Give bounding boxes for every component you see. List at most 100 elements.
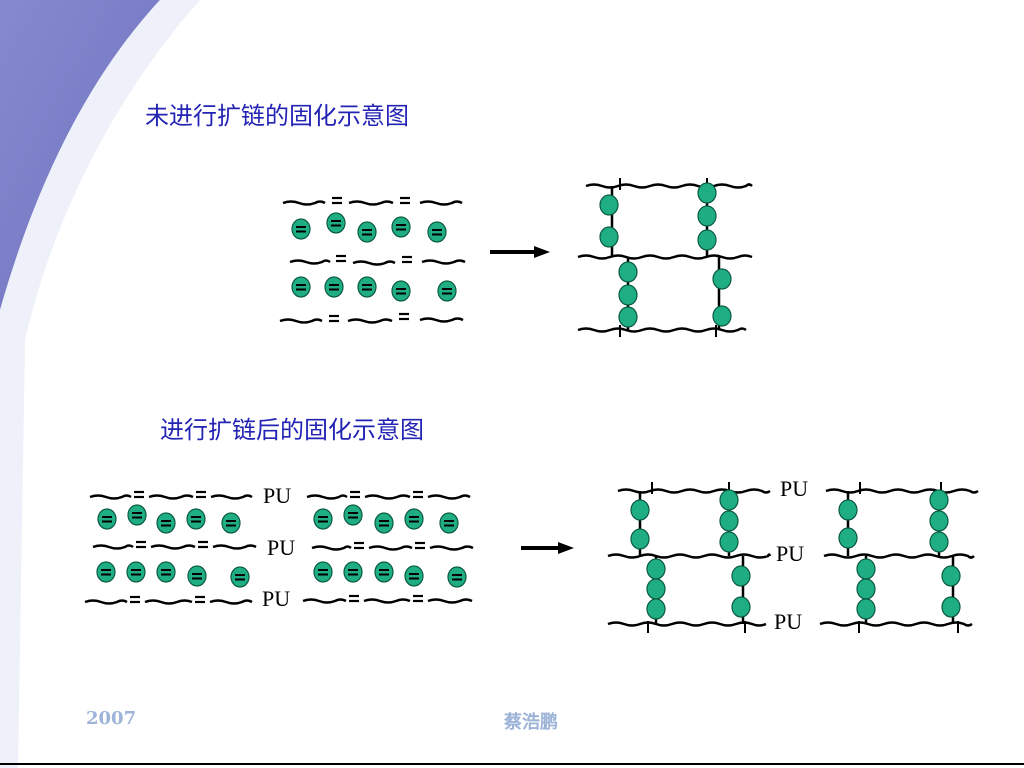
monomer-bead	[929, 531, 949, 553]
monomer-bead	[856, 558, 876, 580]
arrow-head	[558, 542, 574, 554]
monomer-bead	[404, 565, 424, 587]
monomer-bead	[404, 508, 424, 530]
polymer-chain	[92, 544, 134, 550]
monomer-bead	[697, 205, 717, 227]
polymer-chain	[302, 598, 347, 604]
monomer-bead	[391, 280, 411, 302]
polymer-chain	[577, 327, 747, 333]
monomer-bead	[447, 566, 467, 588]
monomer-bead	[357, 221, 377, 243]
monomer-bead	[437, 280, 457, 302]
monomer-bead	[618, 284, 638, 306]
monomer-bead	[630, 499, 650, 521]
pu-label: PU	[263, 483, 291, 508]
pu-label: PU	[776, 541, 804, 566]
polymer-chain	[210, 494, 253, 500]
pu-label: PU	[262, 586, 290, 611]
polymer-chain	[150, 544, 196, 550]
monomer-bead	[646, 598, 666, 620]
monomer-bead	[186, 508, 206, 530]
polymer-chain	[84, 599, 128, 605]
monomer-bead	[646, 578, 666, 600]
sidebar-fade-shape	[0, 0, 200, 768]
polymer-chain	[427, 598, 473, 604]
polymer-chain	[419, 200, 463, 206]
monomer-bead	[324, 276, 344, 298]
monomer-bead	[838, 527, 858, 549]
monomer-bead	[618, 306, 638, 328]
monomer-bead	[291, 218, 311, 240]
polymer-chain	[352, 260, 396, 266]
monomer-bead	[96, 561, 116, 583]
polymer-chain	[348, 200, 394, 206]
polymer-chain	[419, 317, 464, 323]
pu-label: PU	[267, 535, 295, 560]
polymer-chain	[577, 254, 753, 260]
polymer-chain	[311, 545, 352, 551]
monomer-bead	[313, 508, 333, 530]
polymer-chain	[364, 494, 411, 500]
monomer-bead	[697, 229, 717, 251]
footer-author: 蔡浩鹏	[504, 712, 558, 733]
title-before-chain-extension: 未进行扩链的固化示意图	[145, 102, 409, 130]
polymer-chain	[306, 494, 348, 500]
monomer-bead	[343, 561, 363, 583]
monomer-bead	[427, 221, 447, 243]
monomer-bead	[719, 531, 739, 553]
monomer-bead	[731, 565, 751, 587]
monomer-bead	[646, 558, 666, 580]
monomer-bead	[127, 504, 147, 526]
polymer-chain	[607, 553, 772, 559]
monomer-bead	[326, 212, 346, 234]
monomer-bead	[156, 561, 176, 583]
monomer-bead	[731, 596, 751, 618]
monomer-bead	[291, 276, 311, 298]
title-after-chain-extension: 进行扩链后的固化示意图	[160, 416, 424, 444]
polymer-chain	[825, 488, 979, 494]
polymer-chain	[148, 494, 194, 500]
polymer-chain	[347, 318, 393, 324]
polymer-chain	[823, 553, 975, 559]
monomer-bead	[221, 512, 241, 534]
monomer-bead	[439, 512, 459, 534]
polymer-chain	[421, 259, 466, 265]
monomer-bead	[941, 565, 961, 587]
monomer-bead	[313, 561, 333, 583]
monomer-bead	[618, 261, 638, 283]
monomer-bead	[187, 565, 207, 587]
monomer-bead	[712, 305, 732, 327]
polymer-chain	[212, 544, 257, 550]
monomer-bead	[697, 182, 717, 204]
polymer-chain	[617, 488, 771, 494]
polymer-chain	[585, 183, 753, 189]
pu-label: PU	[774, 609, 802, 634]
polymer-chain	[279, 318, 323, 324]
monomer-bead	[230, 566, 250, 588]
monomer-bead	[929, 510, 949, 532]
polymer-chain	[282, 200, 326, 206]
monomer-bead	[838, 499, 858, 521]
monomer-bead	[374, 561, 394, 583]
polymer-chain	[363, 598, 411, 604]
monomer-bead	[719, 489, 739, 511]
monomer-bead	[357, 276, 377, 298]
polymer-chain	[607, 621, 767, 627]
polymer-chain	[429, 545, 474, 551]
polymer-chain	[289, 259, 331, 265]
monomer-bead	[712, 268, 732, 290]
monomer-bead	[856, 578, 876, 600]
monomer-bead	[126, 561, 146, 583]
polymer-chain	[427, 494, 471, 500]
monomer-bead	[97, 508, 117, 530]
sidebar-arc-shape	[0, 0, 160, 310]
polymer-chain	[209, 599, 253, 605]
footer-year: 2007	[86, 708, 137, 729]
arrow-head	[534, 246, 550, 258]
monomer-bead	[929, 489, 949, 511]
monomer-bead	[630, 528, 650, 550]
monomer-bead	[941, 596, 961, 618]
polymer-chain	[819, 621, 973, 627]
